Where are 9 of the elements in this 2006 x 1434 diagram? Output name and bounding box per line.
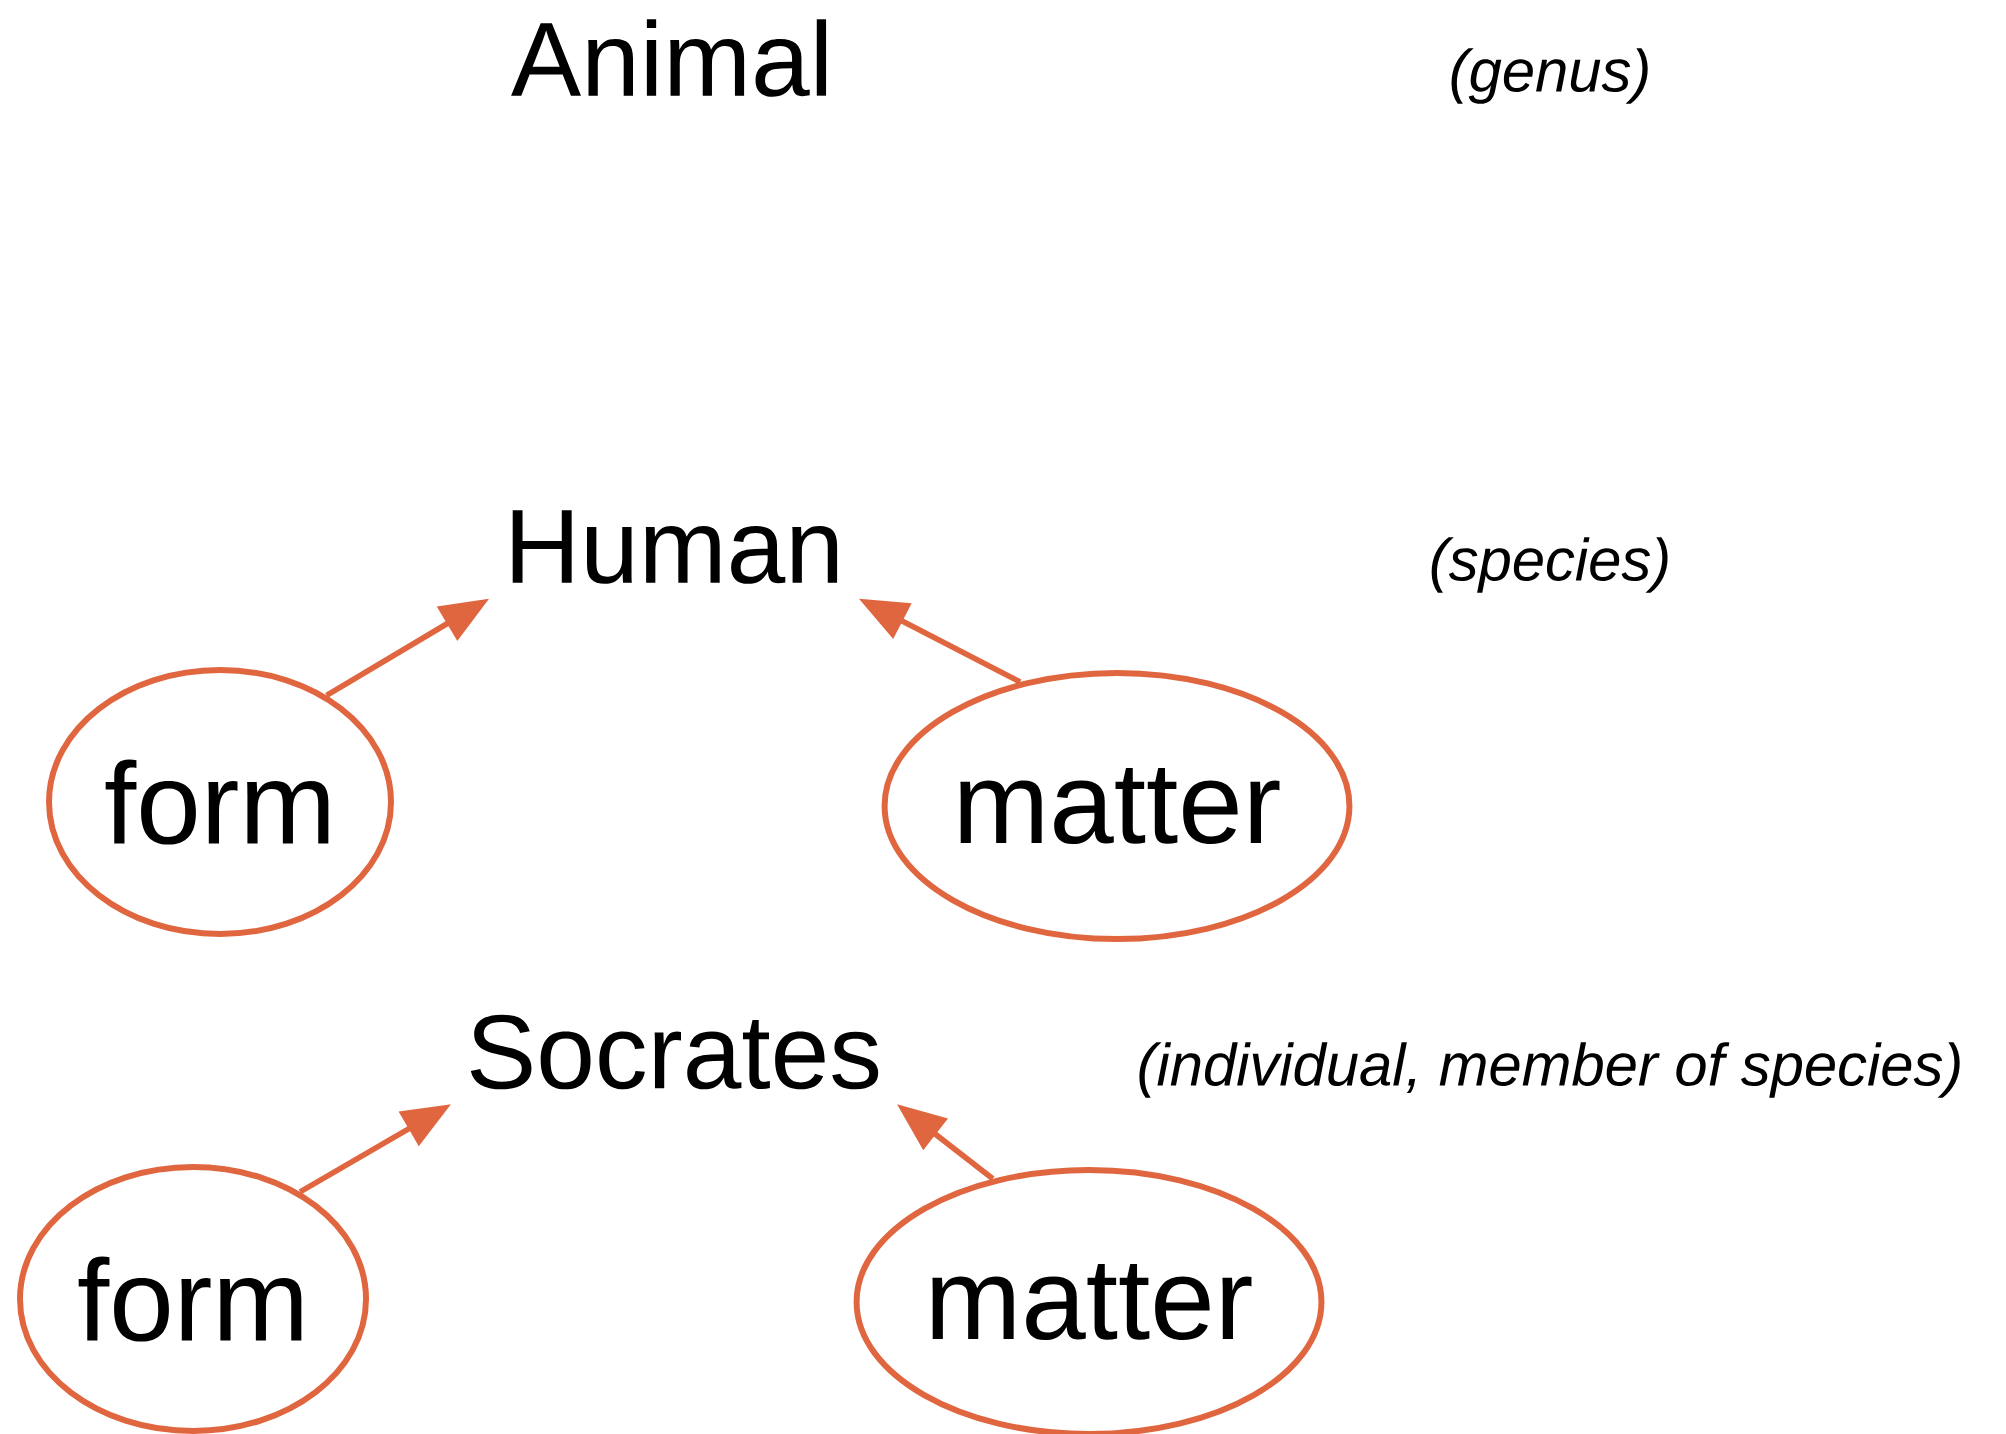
ellipse-node: form bbox=[17, 1164, 369, 1434]
term-label: Animal bbox=[511, 19, 827, 97]
term-label: Human bbox=[512, 510, 838, 584]
category-note: (individual, member of species) bbox=[1139, 1042, 1960, 1098]
ellipse-node: form bbox=[46, 667, 394, 937]
category-note: (species) bbox=[1431, 537, 1668, 593]
ellipse-node: matter bbox=[881, 670, 1353, 942]
category-note: (genus) bbox=[1451, 48, 1648, 104]
term-label: Socrates bbox=[470, 1014, 879, 1090]
